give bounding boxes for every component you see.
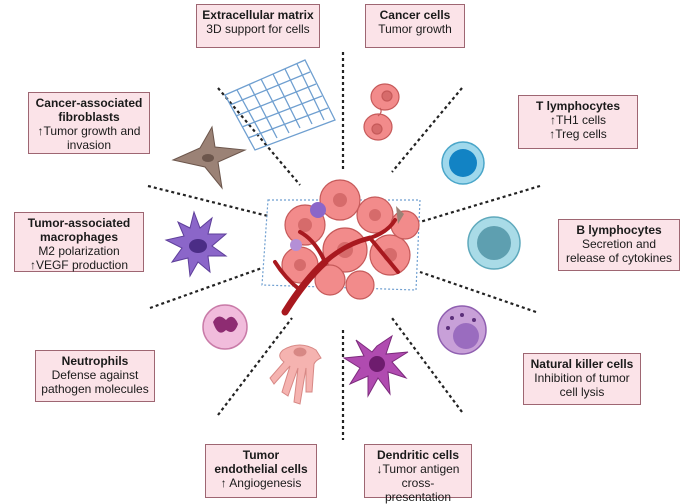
box-line: invasion bbox=[66, 138, 112, 152]
box-title: Cancer-associated fibroblasts bbox=[35, 96, 143, 124]
box-line: ↑Tumor growth and bbox=[37, 124, 141, 138]
box-tumor-endothelial-cells: Tumor endothelial cells ↑ Angiogenesis bbox=[205, 444, 317, 498]
box-line: pathogen molecules bbox=[41, 382, 149, 396]
divider-lower-left bbox=[217, 317, 293, 416]
b-lymphocyte-icon bbox=[467, 216, 521, 270]
box-title: Natural killer cells bbox=[530, 357, 634, 371]
box-b-lymphocytes: B lymphocytes Secretion and release of c… bbox=[558, 219, 680, 271]
box-natural-killer-cells: Natural killer cells Inhibition of tumor… bbox=[523, 353, 641, 405]
divider-left-lower bbox=[149, 266, 263, 310]
macrophage-icon bbox=[164, 210, 228, 278]
cancer-cell-icon bbox=[363, 83, 400, 141]
box-line: Inhibition of tumor bbox=[534, 371, 630, 385]
box-line: M2 polarization bbox=[38, 244, 120, 258]
box-line: ↑VEGF production bbox=[29, 258, 129, 272]
box-line: ↓Tumor antigen bbox=[376, 462, 460, 476]
neutrophil-icon bbox=[202, 304, 248, 350]
box-dendritic-cells: Dendritic cells ↓Tumor antigen cross-pre… bbox=[364, 444, 472, 504]
divider-lower-right bbox=[391, 317, 463, 413]
box-cancer-associated-fibroblasts: Cancer-associated fibroblasts ↑Tumor gro… bbox=[28, 92, 150, 154]
divider-right-upper bbox=[419, 184, 541, 224]
box-cancer-cells: Cancer cells Tumor growth bbox=[365, 4, 465, 48]
box-line: ↑TH1 cells bbox=[549, 113, 606, 127]
box-line: 3D support for cells bbox=[206, 22, 310, 36]
dendritic-cell-icon bbox=[342, 334, 409, 398]
box-line: Defense against bbox=[51, 368, 139, 382]
box-title: Cancer cells bbox=[379, 8, 451, 22]
divider-right-lower bbox=[419, 270, 537, 314]
box-t-lymphocytes: T lymphocytes ↑TH1 cells ↑Treg cells bbox=[518, 95, 638, 149]
box-title: Neutrophils bbox=[61, 354, 129, 368]
box-title: Extracellular matrix bbox=[202, 8, 314, 22]
box-line: Tumor growth bbox=[378, 22, 452, 36]
endothelial-cell-icon bbox=[269, 344, 322, 405]
box-tumor-associated-macrophages: Tumor-associated macrophages M2 polariza… bbox=[14, 212, 144, 272]
box-neutrophils: Neutrophils Defense against pathogen mol… bbox=[35, 350, 155, 402]
box-title: Tumor endothelial cells bbox=[214, 448, 308, 476]
box-line: ↑Treg cells bbox=[549, 127, 607, 141]
box-title: Tumor-associated macrophages bbox=[27, 216, 131, 244]
divider-left-upper bbox=[147, 184, 269, 218]
tumor-mass-icon bbox=[261, 179, 421, 300]
divider-lines bbox=[147, 52, 541, 440]
box-title: Dendritic cells bbox=[376, 448, 460, 462]
ecm-mesh-icon bbox=[224, 59, 336, 151]
box-line: ↑ Angiogenesis bbox=[220, 476, 302, 490]
box-line: cell lysis bbox=[559, 385, 605, 399]
fibroblast-icon bbox=[171, 125, 247, 190]
box-extracellular-matrix: Extracellular matrix 3D support for cell… bbox=[196, 4, 320, 48]
box-line: Secretion and bbox=[581, 237, 657, 251]
divider-upper-right bbox=[391, 87, 463, 173]
blood-vessel-icon bbox=[273, 218, 400, 316]
box-title: B lymphocytes bbox=[576, 223, 662, 237]
box-line: release of cytokines bbox=[565, 251, 673, 265]
nk-cell-icon bbox=[437, 305, 487, 355]
box-title: T lymphocytes bbox=[535, 99, 621, 113]
t-lymphocyte-icon bbox=[441, 141, 485, 185]
box-line: cross-presentation bbox=[384, 476, 452, 504]
